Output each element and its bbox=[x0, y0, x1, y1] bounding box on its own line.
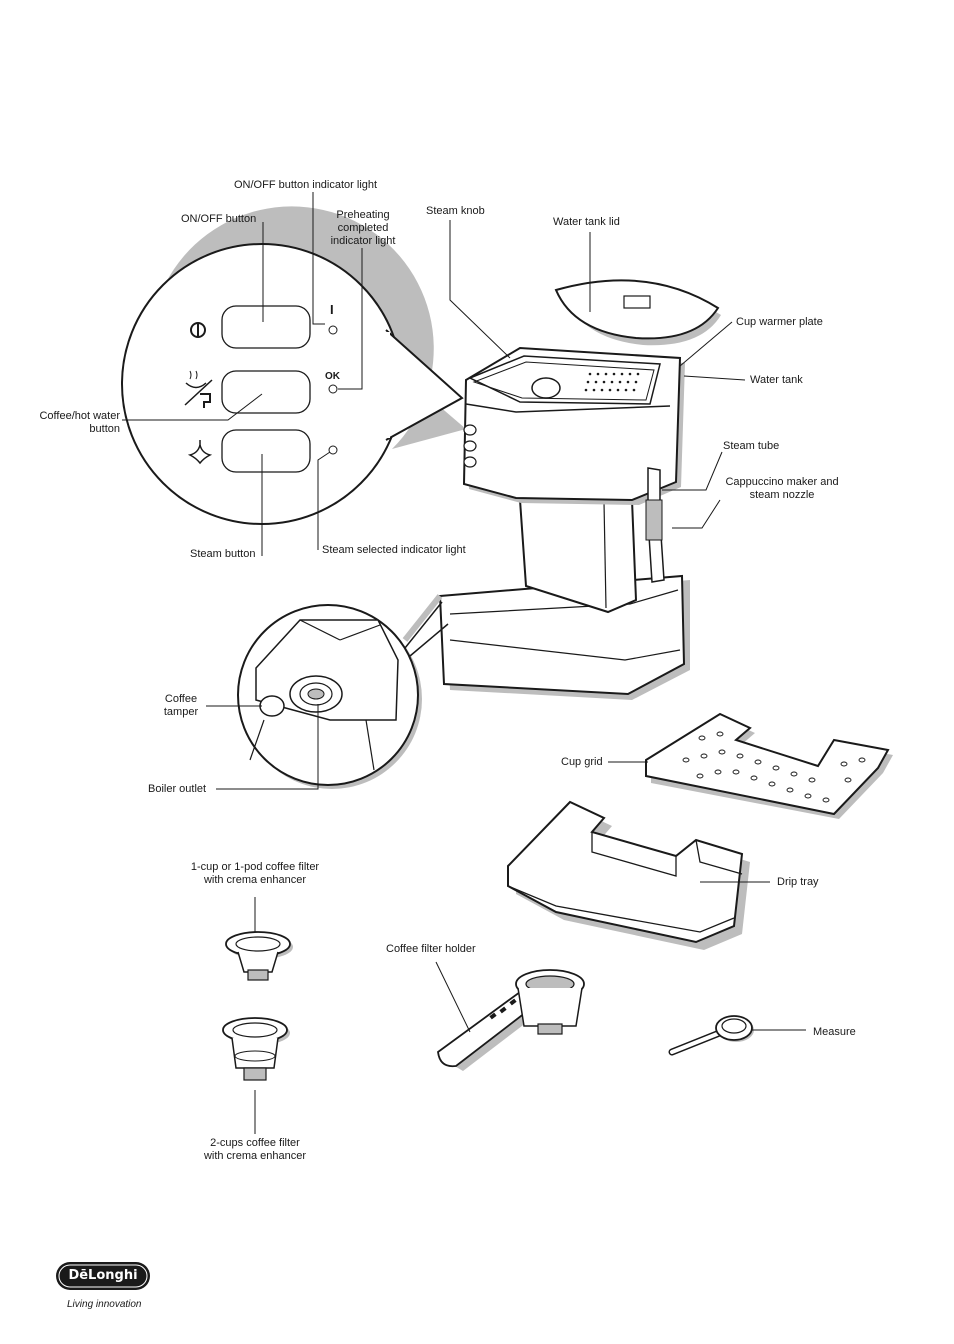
label-coffee-hot-water: Coffee/hot water button bbox=[39, 410, 120, 435]
drip-tray-drawing bbox=[507, 800, 750, 950]
label-preheat-light: Preheating completed indicator light bbox=[330, 209, 396, 247]
label-cappuccino: Cappuccino maker and steam nozzle bbox=[725, 476, 839, 501]
water-tank-lid-drawing bbox=[554, 279, 721, 346]
ok-mark: OK bbox=[325, 371, 340, 382]
filter-2cup-drawing bbox=[222, 1017, 290, 1081]
brand-tagline: Living innovation bbox=[67, 1299, 142, 1310]
label-drip-tray: Drip tray bbox=[777, 876, 819, 888]
label-water-tank: Water tank bbox=[750, 374, 803, 386]
onoff-button-shape bbox=[221, 305, 311, 349]
panel-leaders bbox=[122, 192, 363, 556]
on-mark: I bbox=[330, 302, 334, 317]
machine-body-drawing bbox=[438, 346, 690, 700]
steam-light-shape bbox=[328, 445, 338, 455]
label-cup-warmer: Cup warmer plate bbox=[736, 316, 823, 328]
boiler-leaders bbox=[206, 704, 319, 790]
label-filter-2cup: 2-cups coffee filter with crema enhancer bbox=[203, 1137, 307, 1162]
label-onoff-light: ON/OFF button indicator light bbox=[234, 179, 378, 191]
label-steam-button: Steam button bbox=[190, 548, 256, 560]
onoff-light-shape bbox=[328, 325, 338, 335]
delonghi-logo bbox=[56, 1262, 150, 1290]
label-boiler-outlet: Boiler outlet bbox=[148, 783, 207, 795]
label-steam-tube: Steam tube bbox=[723, 440, 780, 452]
coffee-hot-water-icon bbox=[184, 370, 213, 408]
brand-logo: DēLonghi bbox=[56, 1262, 150, 1290]
power-icon bbox=[190, 322, 206, 338]
machine-leaders bbox=[449, 220, 746, 529]
boiler-outlet-callout bbox=[237, 594, 449, 789]
measure-drawing bbox=[668, 1015, 754, 1056]
filter-holder-leader bbox=[435, 961, 471, 1033]
filter-1cup-drawing bbox=[225, 931, 293, 981]
coffee-button-shape bbox=[221, 370, 311, 414]
cup-grid-drawing bbox=[645, 712, 893, 819]
label-cup-grid: Cup grid bbox=[561, 756, 603, 768]
label-steam-selected: Steam selected indicator light bbox=[322, 544, 466, 556]
label-filter-1cup: 1-cup or 1-pod coffee filter with crema … bbox=[190, 861, 320, 886]
label-filter-holder: Coffee filter holder bbox=[386, 943, 476, 955]
label-water-tank-lid: Water tank lid bbox=[553, 216, 620, 228]
label-coffee-tamper: Coffee tamper bbox=[163, 693, 199, 718]
filter-holder-drawing bbox=[437, 969, 585, 1071]
control-panel-callout bbox=[121, 206, 466, 525]
label-steam-knob: Steam knob bbox=[426, 205, 485, 217]
steam-button-shape bbox=[221, 429, 311, 473]
ok-light-shape bbox=[328, 384, 338, 394]
label-measure: Measure bbox=[813, 1026, 856, 1038]
steam-icon bbox=[187, 440, 213, 465]
label-onoff-button: ON/OFF button bbox=[181, 213, 257, 225]
brand-logo-text: DēLonghi bbox=[68, 1268, 138, 1283]
